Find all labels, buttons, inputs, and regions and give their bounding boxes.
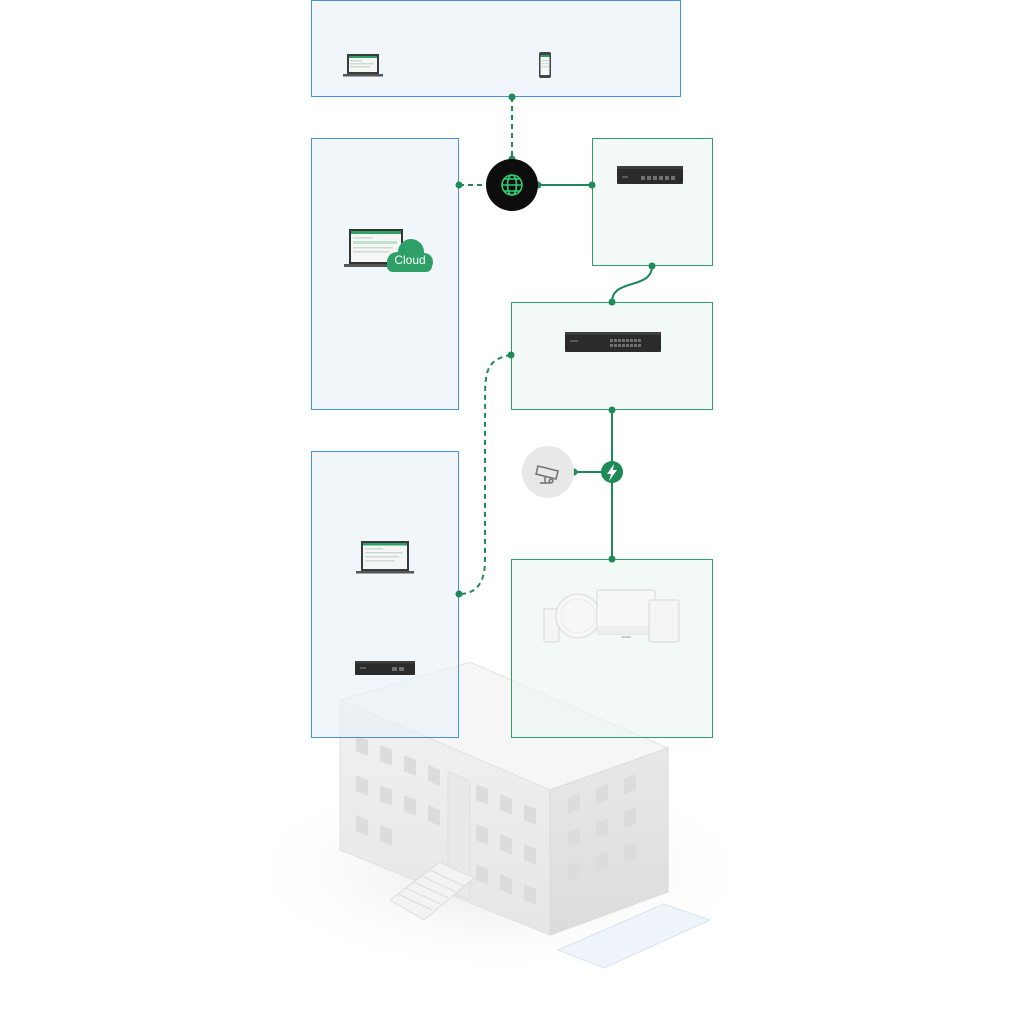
switch-icon: [565, 332, 661, 352]
gateway-panel: [592, 138, 713, 266]
router-icon: [617, 166, 683, 184]
switch-to-controller-link: [458, 354, 512, 595]
lightning-icon: [607, 464, 617, 481]
access-point-panel: [511, 559, 713, 738]
connectors: [458, 97, 653, 595]
phone-icon: [539, 52, 551, 78]
internet-node: [486, 159, 538, 211]
camera-node: [522, 446, 574, 498]
globe-icon: [501, 174, 523, 196]
building-windows: [356, 735, 636, 905]
hardware-controller-icon: [355, 661, 415, 675]
cloud-label: Cloud: [394, 253, 426, 267]
plaza-pool: [556, 903, 712, 969]
security-camera-icon: [535, 465, 559, 484]
laptop-icon: [343, 54, 383, 77]
remote-management-panel: [311, 0, 681, 97]
access-points-icon: [543, 589, 680, 643]
poe-node: [601, 461, 623, 483]
controller-laptop-icon: [356, 541, 414, 574]
cloud-icon: [387, 239, 433, 272]
gateway-to-switch-link: [611, 265, 653, 303]
cloud-management-panel: [311, 138, 459, 410]
stair-steps: [397, 869, 465, 911]
